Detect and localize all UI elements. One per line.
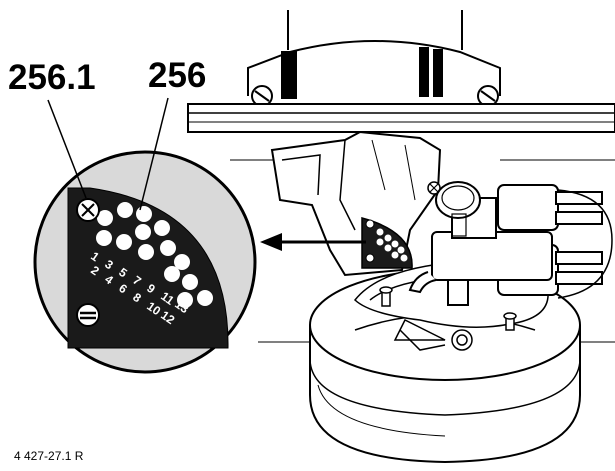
switch-housing [270, 130, 442, 277]
top-bracket [247, 10, 501, 99]
callout-label-screw: 256.1 [8, 58, 96, 97]
selector-plate [67, 187, 229, 349]
arrow-left-icon [260, 233, 366, 251]
standoff-pins [379, 286, 517, 331]
selector-plate-small [361, 217, 413, 269]
selector-holes [96, 202, 213, 308]
figure-code: 4 427-27.1 R [14, 449, 84, 463]
phillips-screw-icon [427, 181, 441, 195]
callout-label-plate: 256 [148, 56, 207, 95]
rotor-hub [393, 318, 446, 351]
horizontal-rod [187, 103, 615, 133]
leader-lines [47, 97, 169, 211]
phillips-screw-icon [76, 198, 100, 222]
slotted-screw-icon [251, 85, 273, 107]
actuator [408, 181, 553, 306]
slotted-screw-icon [76, 303, 100, 327]
detail-inset [33, 150, 257, 374]
